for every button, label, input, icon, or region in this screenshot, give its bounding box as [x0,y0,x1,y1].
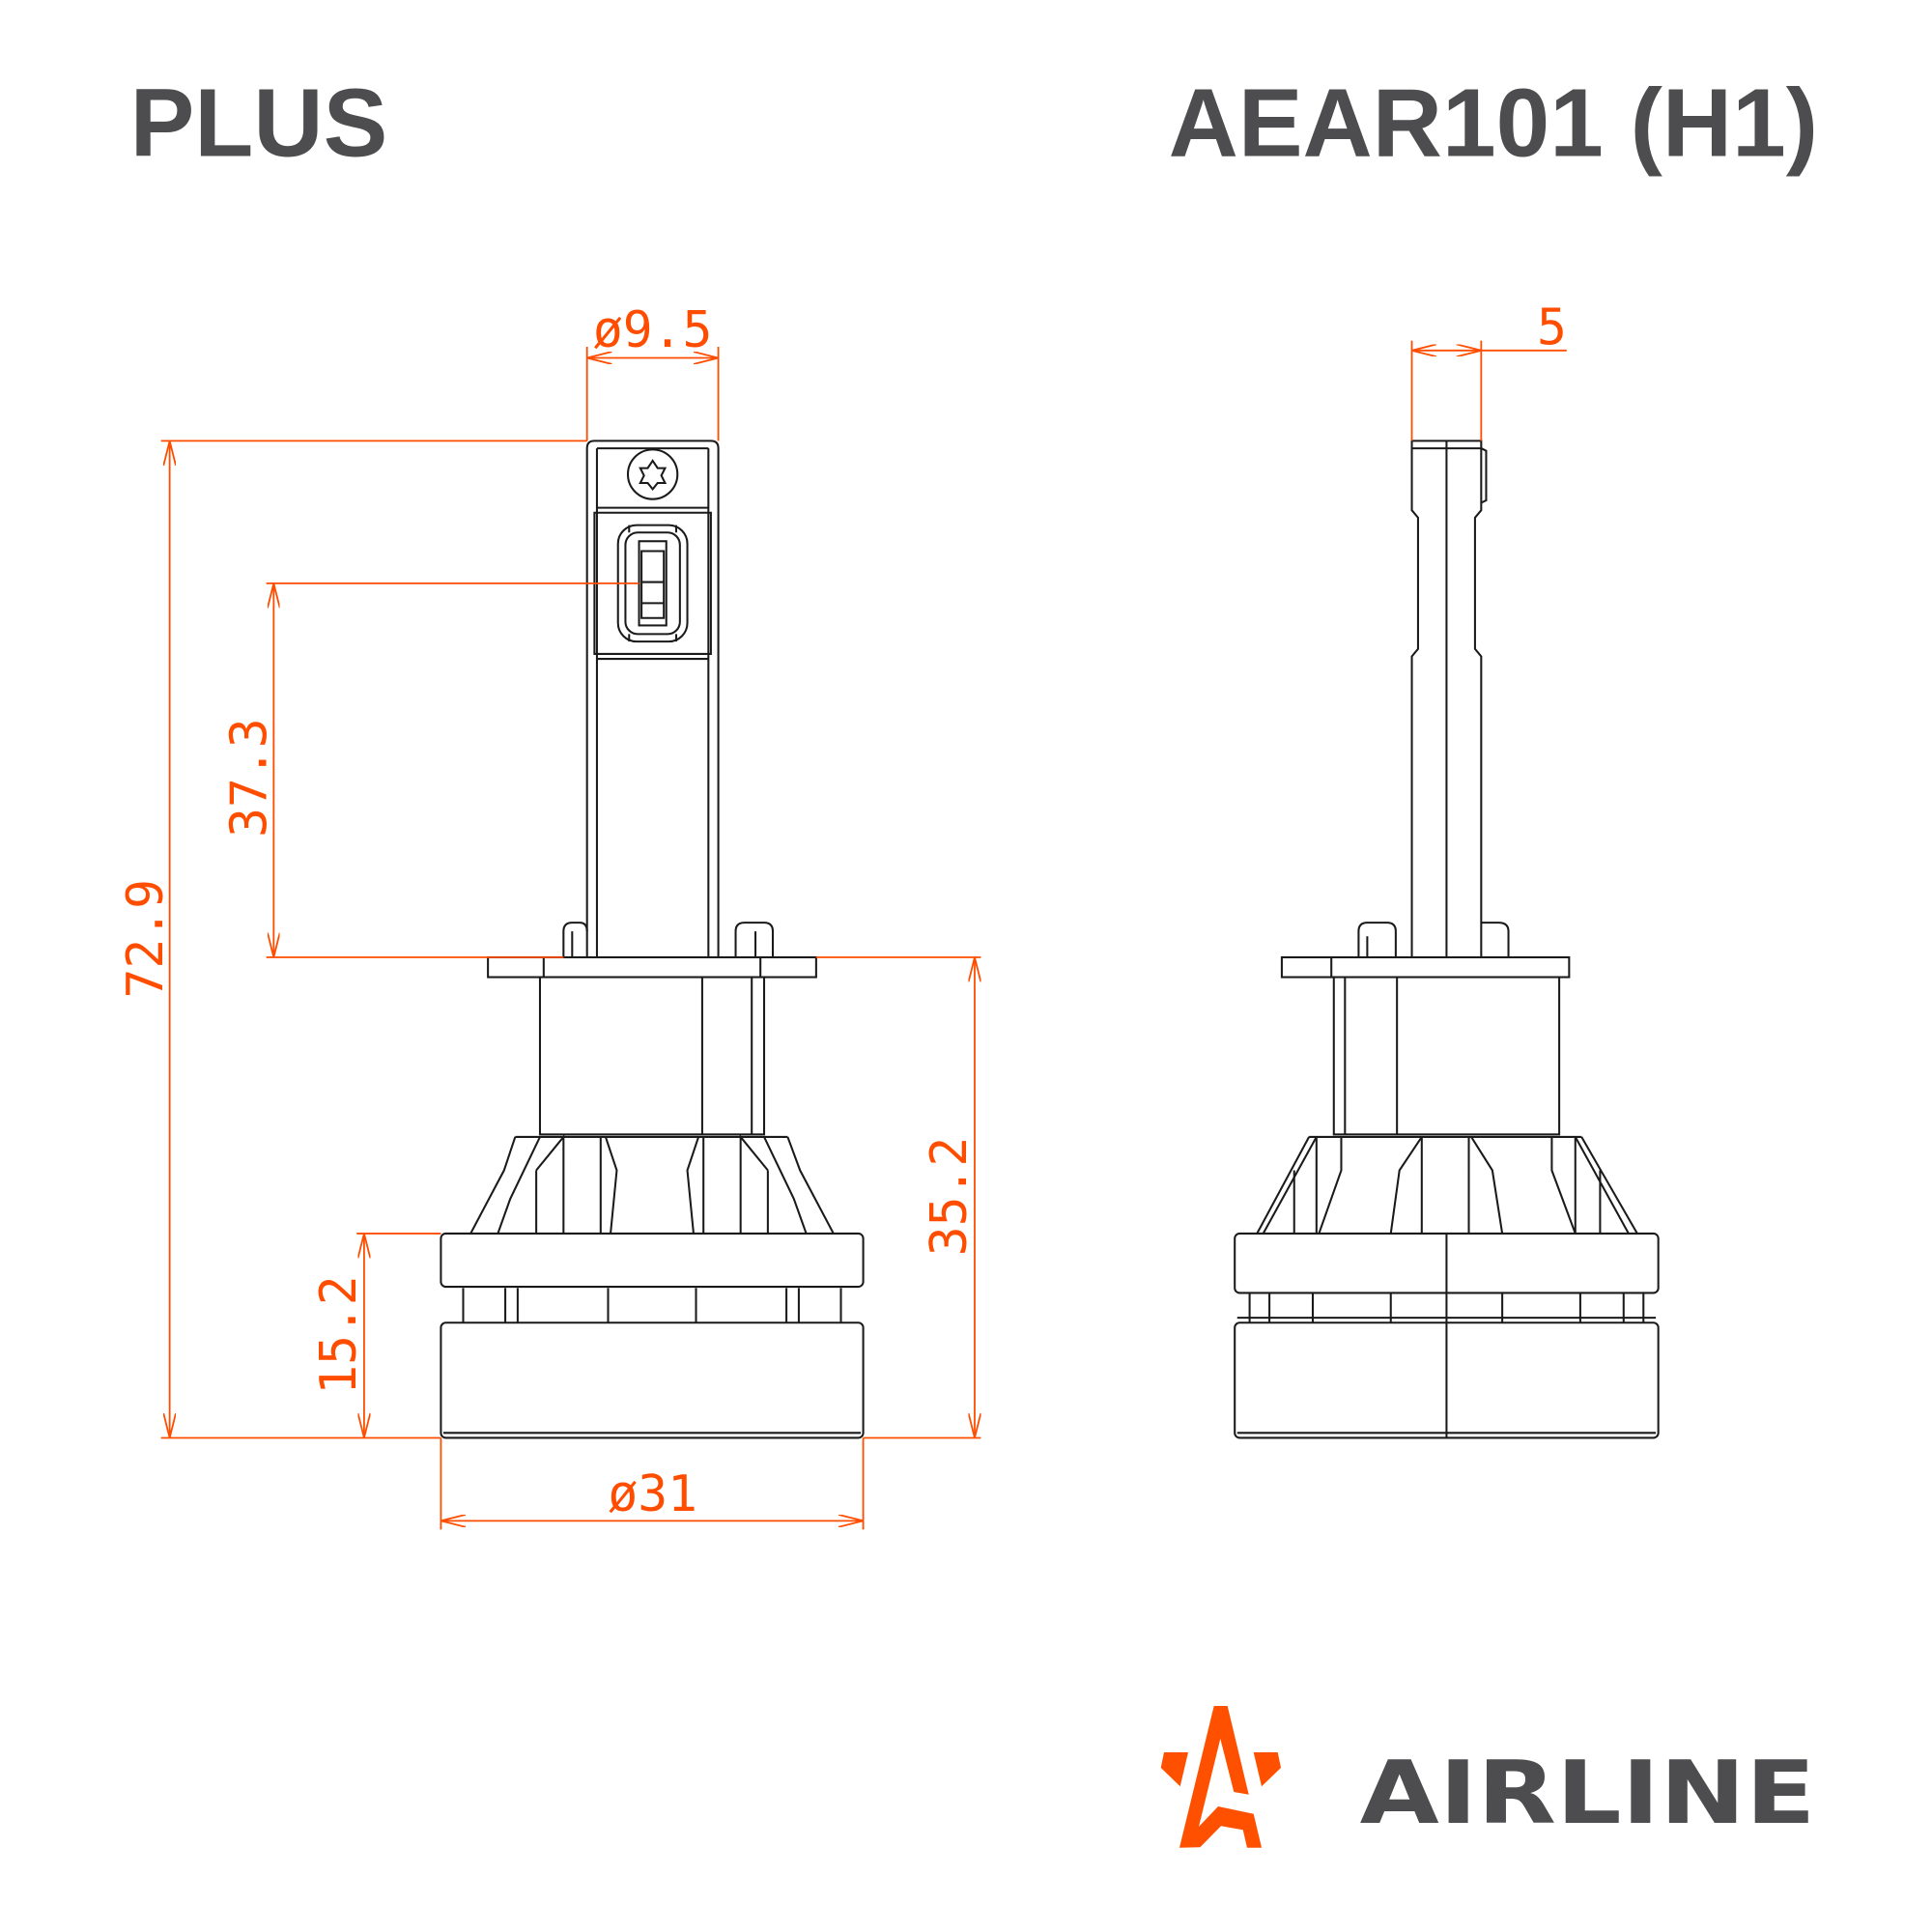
dim-led-height: 37.3 [221,582,639,958]
series-title: PLUS [130,70,388,178]
dim-stem-thickness: 5 [1410,298,1567,441]
airline-star-icon [1160,1706,1281,1848]
dim-stem-diameter-label: ø9.5 [593,301,712,359]
dim-total-height-label: 72.9 [117,879,175,998]
dim-base-diameter: ø31 [440,1437,865,1530]
model-title: AEAR101 (H1) [1169,70,1818,178]
dim-ring-height: 15.2 [310,1233,441,1438]
dim-base-height-label: 35.2 [921,1137,979,1256]
dim-base-diameter-label: ø31 [608,1465,697,1523]
airline-logo: AIRLINE [1160,1706,1816,1848]
led-chip-icon [616,524,689,643]
bulb-front-view [440,440,865,1439]
bulb-side-view [1234,440,1660,1439]
dim-led-height-label: 37.3 [221,718,279,837]
dim-ring-height-label: 15.2 [310,1275,368,1394]
dim-total-height: 72.9 [117,440,587,1439]
torx-screw-icon [626,448,679,500]
dim-stem-diameter: ø9.5 [585,301,720,441]
brand-name: AIRLINE [1360,1744,1816,1844]
dim-stem-thickness-label: 5 [1537,298,1567,356]
dim-base-height: 35.2 [815,956,981,1439]
